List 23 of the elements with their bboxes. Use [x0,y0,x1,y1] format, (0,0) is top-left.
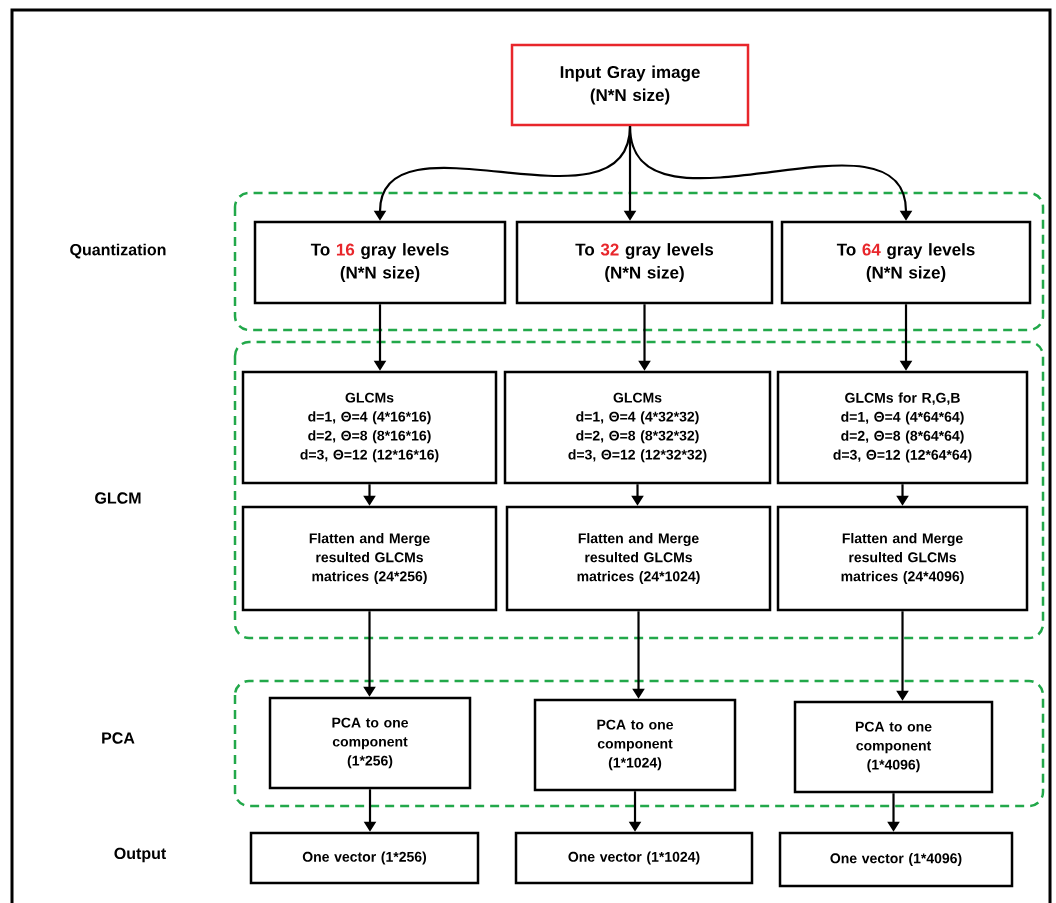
process-box: One vector (1*4096) [778,831,1014,888]
process-box: Flatten and Merge resulted GLCMs matrices (24*256) [241,505,498,612]
process-box: GLCMs d=1, Θ=4 (4*16*16) d=2, Θ=8 (8*16*16) d=3, Θ=12 (12*16*16) [241,370,498,485]
process-box: To 16 gray levels (N*N size) [253,220,507,305]
input-box: Input Gray image (N*N size) [510,43,750,127]
process-box: Flatten and Merge resulted GLCMs matrices (24*4096) [776,505,1029,612]
dashed-group [233,679,1045,808]
row-label: GLCM [95,492,141,504]
process-box: PCA to one component (1*256) [268,696,472,790]
process-box: One vector (1*256) [249,831,480,885]
process-box: One vector (1*1024) [514,831,754,885]
process-box: Flatten and Merge resulted GLCMs matrices (24*1024) [505,505,772,612]
row-label: Output [114,847,167,863]
dashed-group [233,340,1045,640]
row-label: PCA [102,732,135,744]
process-box: To 32 gray levels (N*N size) [515,220,774,305]
row-label: Quantization [70,243,166,259]
process-box: PCA to one component (1*1024) [533,698,737,792]
process-box: GLCMs d=1, Θ=4 (4*32*32) d=2, Θ=8 (8*32*32) d=3, Θ=12 (12*32*32) [503,370,772,485]
process-box: GLCMs for R,G,B d=1, Θ=4 (4*64*64) d=2, Θ=8 (8*64*64) d=3, Θ=12 (12*64*64) [776,370,1029,485]
dashed-group [233,191,1045,332]
process-box: To 64 gray levels (N*N size) [780,220,1032,305]
process-box: PCA to one component (1*4096) [793,700,994,794]
